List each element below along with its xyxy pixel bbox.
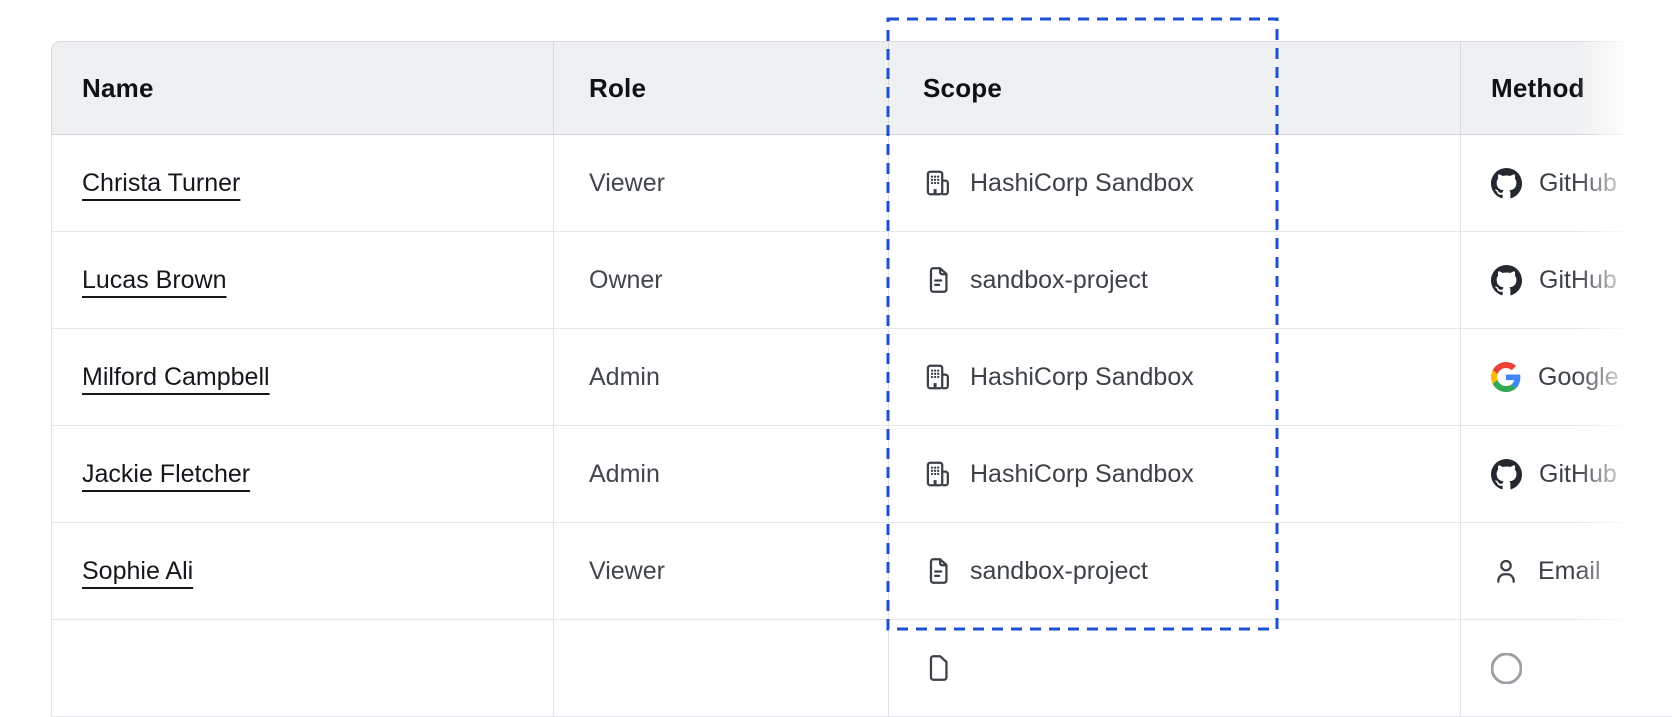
scope-text: HashiCorp Sandbox <box>970 362 1194 391</box>
file-icon <box>923 265 953 295</box>
scope-text: HashiCorp Sandbox <box>970 168 1194 197</box>
github-icon <box>1491 652 1522 684</box>
table-row: Lucas Brown Owner sandbox-project GitHub <box>51 232 1672 329</box>
table-row-partial <box>51 620 1672 717</box>
user-name-link[interactable]: Christa Turner <box>82 168 241 197</box>
column-header-name: Name <box>82 72 154 103</box>
org-building-icon <box>923 459 953 489</box>
column-header-role: Role <box>589 72 647 103</box>
github-icon <box>1491 264 1522 296</box>
file-icon <box>923 556 953 586</box>
github-icon <box>1491 167 1522 199</box>
page-background: Name Role Scope Method Christa Turner Vi… <box>51 0 1672 717</box>
user-name-link[interactable]: Sophie Ali <box>82 556 194 585</box>
column-header-method: Method <box>1491 72 1585 103</box>
role-text: Owner <box>589 265 663 294</box>
method-text: GitHub <box>1539 168 1617 197</box>
google-icon <box>1491 362 1521 392</box>
github-icon <box>1491 458 1522 490</box>
scope-text: sandbox-project <box>970 556 1148 585</box>
column-header-scope: Scope <box>923 72 1003 103</box>
scope-text: HashiCorp Sandbox <box>970 459 1194 488</box>
role-text: Viewer <box>589 556 665 585</box>
table-row: Sophie Ali Viewer sandbox-project <box>51 523 1672 620</box>
org-building-icon <box>923 168 953 198</box>
role-text: Viewer <box>589 168 665 197</box>
table-row: Jackie Fletcher Admin <box>51 426 1672 523</box>
method-text: Email <box>1538 556 1601 585</box>
user-name-link[interactable]: Milford Campbell <box>82 362 270 391</box>
user-name-link[interactable]: Lucas Brown <box>82 265 227 294</box>
user-name-link[interactable]: Jackie Fletcher <box>82 459 251 488</box>
person-icon <box>1491 556 1521 586</box>
scope-text: sandbox-project <box>970 265 1148 294</box>
table-row: Milford Campbell Admin <box>51 329 1672 426</box>
table-header-row: Name Role Scope Method <box>51 41 1672 135</box>
table-row: Christa Turner Viewer <box>51 135 1672 232</box>
role-text: Admin <box>589 362 660 391</box>
method-text: GitHub <box>1539 459 1617 488</box>
method-text: GitHub <box>1539 265 1617 294</box>
file-icon <box>923 653 953 683</box>
org-building-icon <box>923 362 953 392</box>
members-table: Name Role Scope Method Christa Turner Vi… <box>51 41 1672 717</box>
method-text: Google <box>1538 362 1619 391</box>
role-text: Admin <box>589 459 660 488</box>
